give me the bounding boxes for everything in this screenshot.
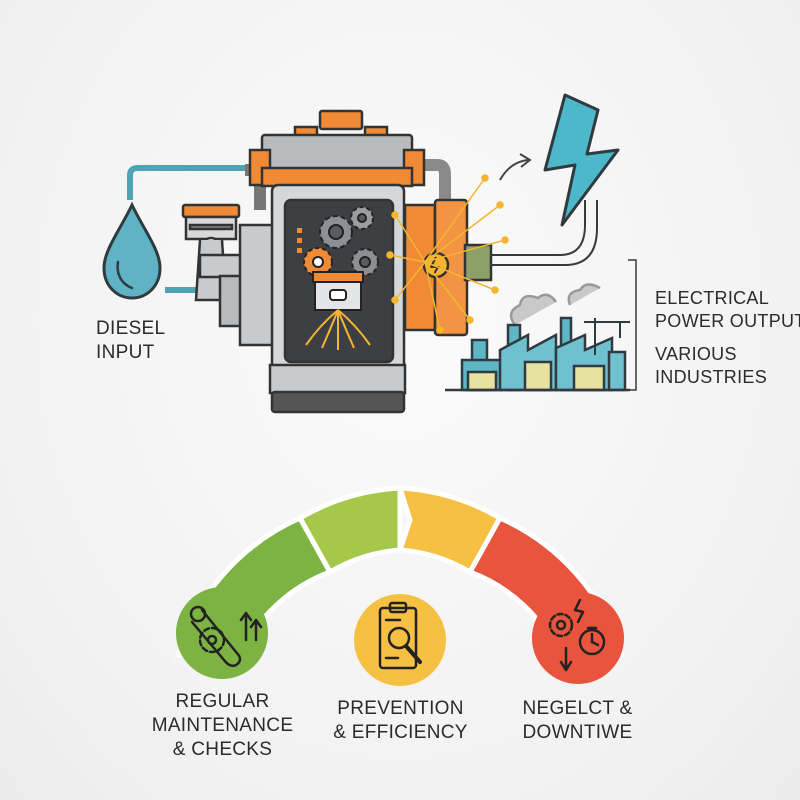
industries-label: VARIOUS INDUSTRIES <box>655 343 767 389</box>
maintenance-label-line1: REGULAR <box>175 691 270 712</box>
output-label-line1: ELECTRICAL <box>655 288 770 308</box>
neglect-label-line1: NEGELCT & <box>522 698 633 719</box>
prevention-label-line1: PREVENTION <box>337 698 464 719</box>
diesel-label-line2: INPUT <box>96 342 155 363</box>
prevention-label: PREVENTION & EFFICIENCY <box>318 697 483 745</box>
industries-icon <box>445 283 630 392</box>
inner-piston <box>305 271 371 350</box>
wrench-gear-icon <box>176 587 268 679</box>
output-label-line2: POWER OUTPUT <box>655 311 800 331</box>
neglect-label-line2: DOWNTIWE <box>522 722 633 743</box>
gear-stopwatch-icon <box>532 592 624 684</box>
maintenance-label-line2: MAINTENANCE <box>151 715 294 736</box>
clipboard-magnifier-icon <box>354 594 446 686</box>
alternator <box>403 198 493 337</box>
prevention-label-line2: & EFFICIENCY <box>333 722 468 743</box>
power-lines <box>490 200 598 266</box>
arrow-icon <box>499 153 532 181</box>
power-output-label: ELECTRICAL POWER OUTPUT <box>655 287 800 333</box>
output-bracket <box>628 259 637 391</box>
gears-icon <box>303 206 379 277</box>
industries-label-line2: INDUSTRIES <box>655 367 768 387</box>
maintenance-label-line3: & CHECKS <box>172 739 273 760</box>
lightning-bolt-icon <box>543 93 620 227</box>
diesel-input-label: DIESEL INPUT <box>96 317 165 365</box>
neglect-label: NEGELCT & DOWNTIWE <box>495 697 660 745</box>
energy-rays <box>386 174 509 334</box>
diesel-label-line1: DIESEL <box>96 318 166 339</box>
maintenance-label: REGULAR MAINTENANCE & CHECKS <box>140 690 305 762</box>
cylinder-head <box>248 109 426 188</box>
industries-label-line1: VARIOUS <box>655 344 737 364</box>
diesel-drop-icon <box>102 201 162 300</box>
